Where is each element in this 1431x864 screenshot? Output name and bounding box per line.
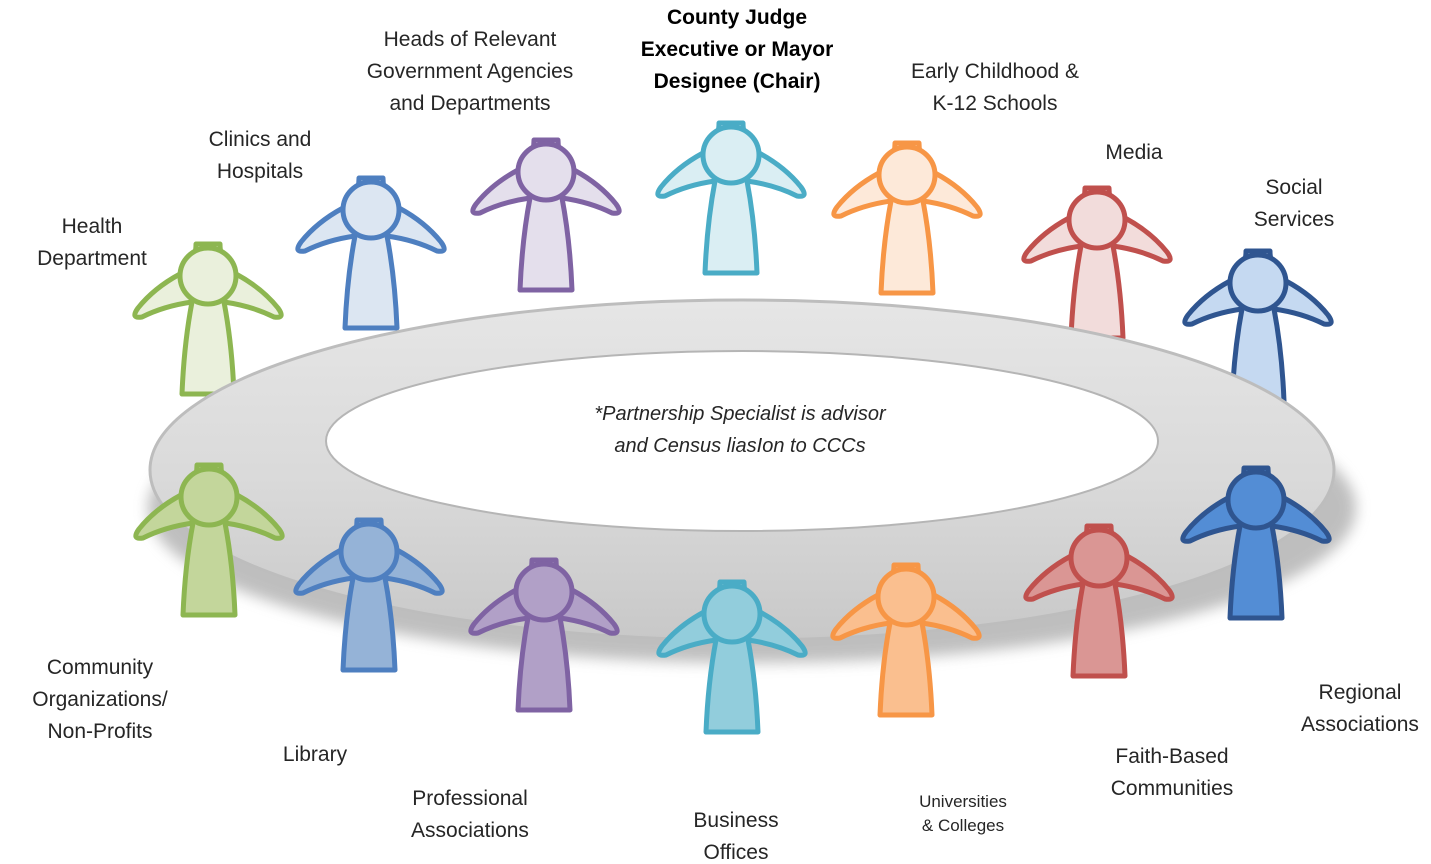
figure-regional-associations	[1183, 468, 1329, 618]
figure-social-services	[1185, 251, 1331, 401]
label-regional-associations: Regional Associations	[1301, 681, 1419, 736]
figure-head	[340, 179, 402, 241]
figure-head	[1068, 527, 1130, 589]
label-business-offices: Business Offices	[693, 809, 779, 864]
figure-clinics-hospitals	[298, 178, 444, 328]
figure-head	[178, 466, 240, 528]
label-early-childhood: Early Childhood & K-12 Schools	[910, 60, 1080, 115]
figure-head	[1225, 469, 1287, 531]
figure-head	[701, 583, 763, 645]
figure-head	[1066, 189, 1128, 251]
figure-early-childhood	[834, 143, 980, 293]
label-faith-based: Faith-Based Communities	[1110, 745, 1234, 800]
figure-universities-colleges	[833, 565, 979, 715]
label-community-organizations: Community Organizations/ Non-Profits	[32, 656, 168, 743]
label-clinics-hospitals: Clinics and Hospitals	[208, 128, 312, 183]
figure-community-organizations	[136, 465, 282, 615]
figure-head	[177, 245, 239, 307]
figure-media	[1024, 188, 1170, 338]
partnership-specialist-note: *Partnership Specialist is advisor and C…	[594, 403, 886, 457]
figure-head	[338, 521, 400, 583]
label-universities-colleges: Universities & Colleges	[919, 792, 1007, 835]
figure-head	[513, 561, 575, 623]
figure-head	[875, 566, 937, 628]
label-media: Media	[1105, 141, 1163, 164]
figure-government-agencies	[473, 140, 619, 290]
figure-county-judge	[658, 123, 804, 273]
conference-table	[148, 298, 1356, 663]
figure-head	[515, 141, 577, 203]
label-health-department: Health Department	[37, 215, 147, 270]
figure-business-offices	[659, 582, 805, 732]
label-professional-associations: Professional Associations	[411, 787, 529, 842]
label-library: Library	[282, 743, 348, 766]
label-government-agencies: Heads of Relevant Government Agencies an…	[366, 28, 574, 115]
label-county-judge: County Judge Executive or Mayor Designee…	[640, 6, 834, 93]
figure-library	[296, 520, 442, 670]
figure-head	[700, 124, 762, 186]
label-social-services: Social Services	[1253, 176, 1335, 231]
figure-head	[876, 144, 938, 206]
figure-head	[1227, 252, 1289, 314]
figure-faith-based	[1026, 526, 1172, 676]
figure-professional-associations	[471, 560, 617, 710]
figure-health-department	[135, 244, 281, 394]
